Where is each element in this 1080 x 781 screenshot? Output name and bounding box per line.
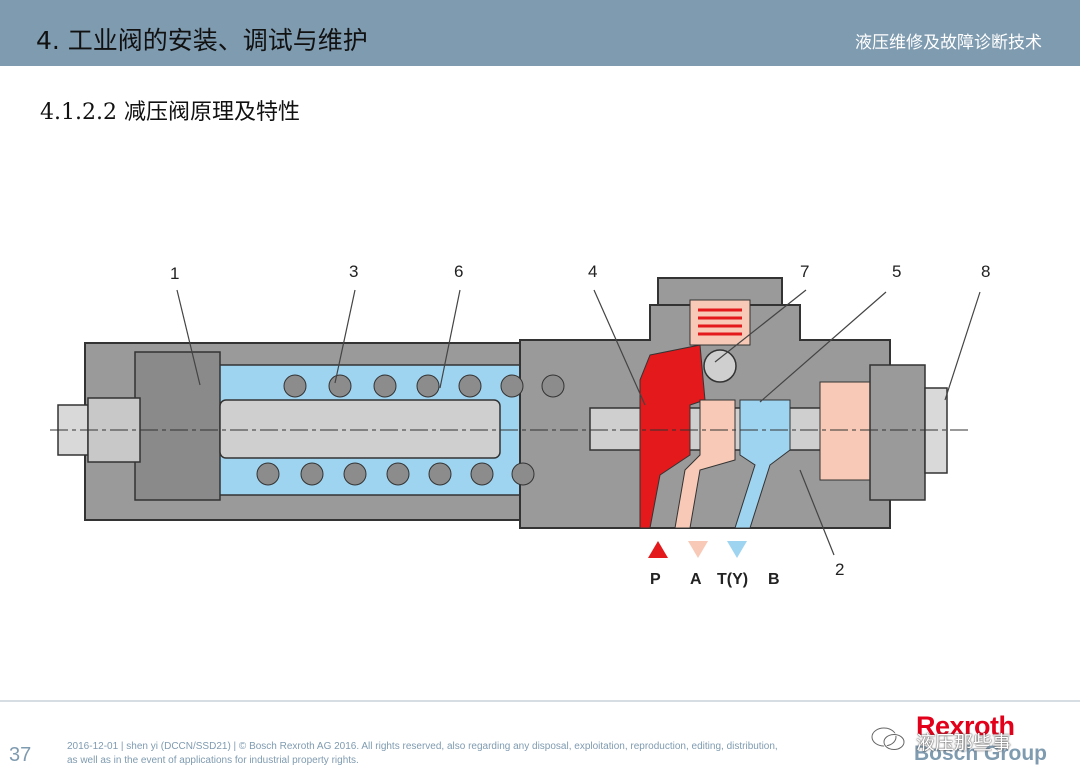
callout-7: 7 xyxy=(800,262,809,281)
callout-5: 5 xyxy=(892,262,901,281)
spring-guide-rod xyxy=(219,399,501,459)
pilot-cap xyxy=(657,277,783,306)
rexroth-wordmark: Rexroth xyxy=(916,711,1015,741)
pilot-spring-chamber xyxy=(689,299,751,346)
reduced-pressure-end xyxy=(819,381,871,481)
port-a-label: A xyxy=(690,571,702,588)
footer-divider xyxy=(0,700,1080,702)
callout-6: 6 xyxy=(454,262,463,281)
port-b-label: B xyxy=(768,571,780,588)
port-t-arrow xyxy=(727,541,747,558)
slide-title: 4. 工业阀的安装、调试与维护 xyxy=(36,26,368,55)
pilot-spring xyxy=(698,308,742,336)
callout-labels: 1 3 6 4 7 5 8 2 xyxy=(170,262,990,579)
bosch-rexroth-logo: Rexroth Bosch Group xyxy=(914,711,1054,771)
callout-2: 2 xyxy=(835,560,844,579)
port-a-arrow xyxy=(688,541,708,558)
port-labels: P A T(Y) B xyxy=(650,571,780,588)
watermark-text: 液压那些事 xyxy=(916,732,1012,754)
copyright-notice: 2016-12-01 | shen yi (DCCN/SSD21) | © Bo… xyxy=(67,740,778,768)
port-p-label: P xyxy=(650,571,661,588)
callout-3: 3 xyxy=(349,262,358,281)
wechat-watermark: 液压那些事 xyxy=(870,722,1050,756)
high-pressure-chamber xyxy=(639,344,706,529)
bosch-group-wordmark: Bosch Group xyxy=(914,742,1048,765)
port-t-label: T(Y) xyxy=(717,571,748,588)
pilot-ball xyxy=(703,349,737,383)
page-number: 37 xyxy=(9,744,32,766)
wechat-icon xyxy=(870,726,906,751)
section-subtitle: 4.1.2.2 减压阀原理及特性 xyxy=(40,100,300,125)
callout-leaders xyxy=(176,289,981,556)
header-bar: 4. 工业阀的安装、调试与维护 液压维修及故障诊断技术 xyxy=(0,0,1080,66)
tank-passage xyxy=(734,399,791,529)
end-plug xyxy=(869,364,926,501)
adjustment-cap xyxy=(134,351,221,501)
copyright-line-1: 2016-12-01 | shen yi (DCCN/SSD21) | © Bo… xyxy=(67,741,778,752)
callout-8: 8 xyxy=(981,262,990,281)
spring-coils xyxy=(256,374,565,486)
copyright-line-2: as well as in the event of applications … xyxy=(67,755,359,766)
pressure-reducing-valve-diagram: 1 3 6 4 7 5 8 2 P A T(Y) B xyxy=(50,262,990,588)
callout-4: 4 xyxy=(588,262,597,281)
reduced-pressure-chamber xyxy=(674,399,736,529)
port-p-arrow xyxy=(648,541,668,558)
callout-1: 1 xyxy=(170,264,179,283)
course-title: 液压维修及故障诊断技术 xyxy=(855,33,1042,53)
